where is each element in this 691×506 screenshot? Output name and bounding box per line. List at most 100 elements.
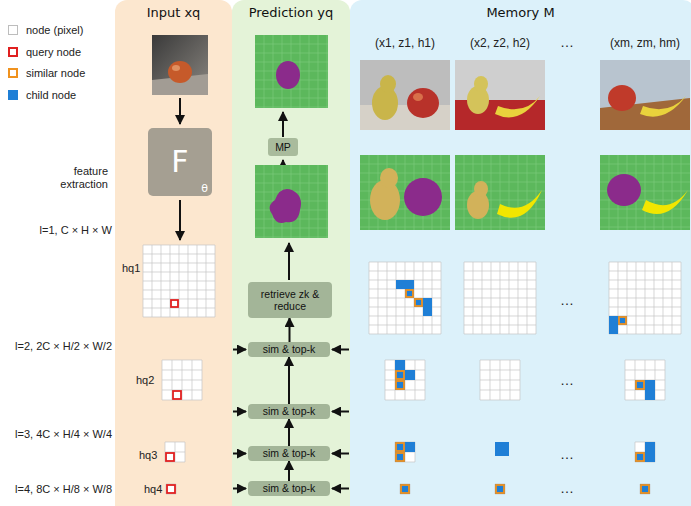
memory-entry-label: (x1, z1, h1)	[375, 36, 435, 50]
marked-node	[619, 317, 626, 324]
flow-connector	[288, 461, 290, 481]
child-node-cell	[395, 380, 405, 390]
map-grid	[645, 155, 646, 230]
legend-text: node (pixel)	[26, 24, 83, 36]
map-grid	[360, 164, 450, 165]
level-label: l=2, 2C × H/2 × W/2	[15, 340, 112, 353]
grid-line	[162, 400, 202, 401]
grid-line	[480, 380, 520, 381]
predicted-apple	[276, 61, 300, 89]
memory-entry-label: …	[560, 292, 574, 309]
child-node-cell	[405, 289, 414, 298]
grid-ground	[369, 262, 441, 334]
level-label: hq3	[139, 449, 157, 462]
panel-heading: Input xq	[115, 5, 232, 20]
grid-ground	[495, 484, 505, 494]
grid-line	[143, 299, 215, 300]
grid-ground	[385, 360, 425, 400]
map-grid	[600, 164, 690, 165]
flow-arrow	[332, 349, 349, 351]
grid-line	[663, 262, 664, 334]
child-node-cell	[395, 360, 405, 370]
marked-node	[396, 453, 404, 461]
grid-line	[202, 360, 203, 400]
process-box: sim & top-k	[248, 404, 330, 419]
map-grid	[600, 218, 690, 219]
pooling-box: MP	[268, 138, 298, 156]
map-grid	[455, 173, 545, 174]
map-grid	[360, 218, 450, 219]
feature-extractor-box: Fθ	[148, 128, 212, 196]
memory-photo	[600, 60, 690, 130]
map-grid	[255, 174, 328, 175]
level-label: hq2	[136, 374, 154, 387]
grid-ground	[640, 484, 650, 494]
flow-arrow	[179, 200, 181, 240]
box-label: sim & top-k	[263, 343, 316, 355]
panel-band: MPretrieve zk & reducesim & top-ksim & t…	[232, 0, 350, 506]
map-grid	[455, 191, 545, 192]
retrieved-blob	[270, 189, 301, 223]
map-grid	[255, 89, 328, 90]
map-grid	[509, 155, 510, 230]
grid-line	[143, 290, 215, 291]
map-grid	[455, 182, 545, 183]
map-grid	[264, 35, 265, 108]
apple-highlight	[172, 65, 180, 71]
grid-line	[206, 245, 207, 317]
grid-line	[480, 400, 520, 401]
apple	[168, 61, 192, 83]
map-grid	[455, 227, 545, 228]
grid-line	[143, 317, 215, 318]
segmentation-map	[600, 155, 690, 230]
box-label: MP	[275, 141, 291, 153]
box-label: sim & top-k	[263, 482, 316, 494]
grid-line	[425, 360, 426, 400]
banana-segment	[497, 190, 542, 218]
grid-line	[509, 262, 510, 334]
apple-segment	[404, 178, 442, 216]
map-grid	[300, 35, 301, 108]
map-grid	[309, 165, 310, 238]
child-node-cell	[609, 325, 618, 334]
box-label: sim & top-k	[263, 405, 316, 417]
grid-ground	[143, 245, 215, 317]
memory-entry-label: …	[560, 480, 574, 497]
marked-node	[396, 381, 404, 389]
map-grid	[360, 182, 450, 183]
map-grid	[518, 155, 519, 230]
grid-ground	[609, 262, 681, 334]
#f0921e	[398, 88, 409, 99]
grid-ground	[165, 442, 185, 462]
grid-line	[510, 360, 511, 400]
legend-text: similar node	[26, 67, 85, 79]
map-grid	[255, 183, 328, 184]
child-node-cell	[645, 390, 655, 400]
map-grid	[255, 107, 328, 108]
#f0921e	[612, 95, 623, 106]
map-grid	[255, 98, 328, 99]
segmentation-map	[455, 155, 545, 230]
child-node-cell	[645, 442, 655, 452]
map-grid	[309, 35, 310, 108]
flow-arrow	[332, 411, 349, 413]
marked-node	[496, 485, 504, 493]
flow-arrow	[332, 488, 349, 490]
child-node-cell	[645, 452, 655, 462]
child-node-cell	[395, 370, 405, 380]
map-grid	[273, 35, 274, 108]
memory-entry-label: (x2, z2, h2)	[470, 36, 530, 50]
level-label: feature extraction	[36, 165, 108, 191]
segmentation-map	[255, 165, 328, 238]
legend-swatch	[8, 47, 18, 57]
legend-swatch	[8, 68, 18, 78]
map-grid	[360, 227, 450, 228]
flow-arrow	[179, 98, 181, 124]
grid-line	[385, 400, 425, 401]
map-grid	[327, 35, 328, 108]
memory-photo	[360, 60, 450, 130]
grid-line	[518, 262, 519, 334]
legend-swatch	[8, 90, 18, 100]
child-node-cell	[395, 452, 405, 462]
